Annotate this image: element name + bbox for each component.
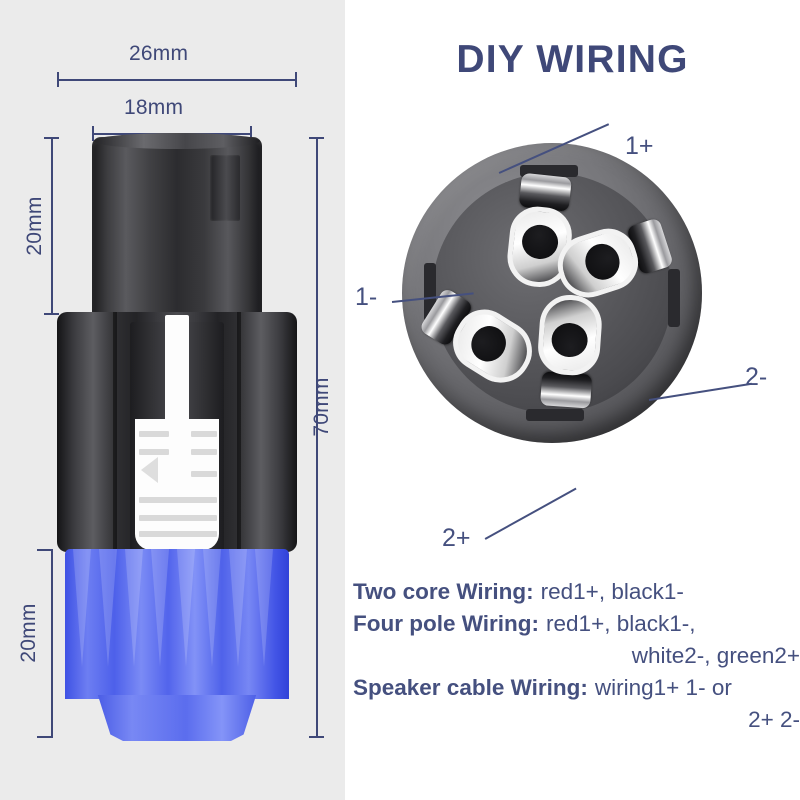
speakon-connector-side-view <box>57 133 297 741</box>
dimension-label-18mm: 18mm <box>124 96 184 119</box>
spec-value-four-pole-cont: white2-, green2+ <box>631 642 800 668</box>
spec-value-two-core: red1+, black1- <box>540 579 684 604</box>
callout-2-plus: 2+ <box>442 524 471 552</box>
spec-row-speaker-cable: Speaker cable Wiring: wiring1+ 1- or <box>353 672 800 704</box>
spec-row-four-pole: Four pole Wiring: red1+, black1-, <box>353 608 800 640</box>
connector-top-housing <box>92 133 262 317</box>
connector-blue-cap <box>65 549 289 741</box>
spec-value-speaker-cable: wiring1+ 1- or <box>594 674 732 700</box>
spec-key-four-pole: Four pole Wiring: <box>353 610 540 636</box>
dimension-panel: 26mm 18mm 20mm 20mm 70mm <box>0 0 345 800</box>
dimension-label-70mm: 70mm <box>310 377 333 437</box>
spec-key-speaker-cable: Speaker cable Wiring: <box>353 674 588 700</box>
callout-1-plus: 1+ <box>625 132 654 160</box>
leader-line-2-plus <box>484 487 577 540</box>
page-title: DIY WIRING <box>456 38 689 81</box>
callout-2-minus: 2- <box>745 363 768 391</box>
terminal-2-plus <box>534 292 604 409</box>
wiring-panel: DIY WIRING <box>345 0 800 800</box>
spec-key-two-core: Two core Wiring: <box>353 579 534 604</box>
spec-value-four-pole: red1+, black1-, <box>546 610 696 636</box>
spec-value-speaker-cable-cont: 2+ 2- <box>748 706 800 732</box>
spec-row-two-core: Two core Wiring: red1+, black1- <box>353 576 800 608</box>
connector-release-latch <box>135 315 219 550</box>
wiring-specifications: Two core Wiring: red1+, black1- Four pol… <box>353 576 800 736</box>
dimension-label-20mm-bottom: 20mm <box>17 603 40 663</box>
dimension-label-20mm-top: 20mm <box>23 196 46 256</box>
spec-row-speaker-cable-cont: 2+ 2- <box>353 704 800 736</box>
spec-row-four-pole-cont: white2-, green2+ <box>353 640 800 672</box>
connector-key-tab <box>210 155 240 221</box>
dimension-label-26mm: 26mm <box>129 42 189 65</box>
speakon-connector-rear-view <box>402 143 702 443</box>
callout-1-minus: 1- <box>355 283 378 311</box>
